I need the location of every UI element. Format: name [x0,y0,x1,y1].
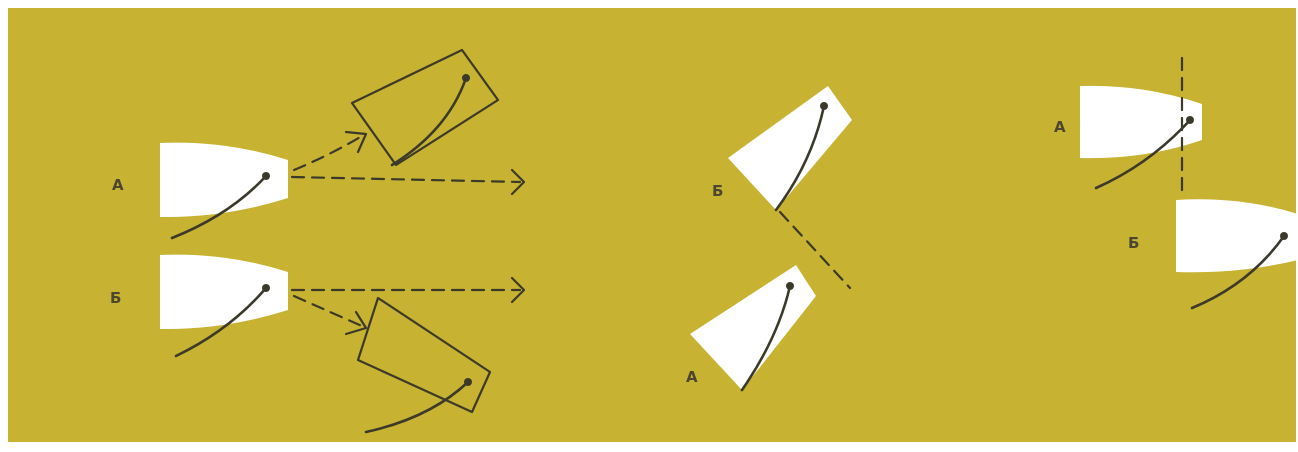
scene-3: А Б [1054,56,1298,310]
label-boat-a-scene-2: А [686,368,698,386]
arrow-head-b-straight [510,276,526,304]
boat-b-scene-2 [728,86,852,212]
course-line-a-turn [292,134,364,172]
label-boat-b-scene-2: Б [712,182,723,200]
label-boat-b-scene-1: Б [110,289,121,307]
scene-2: Б А [686,86,852,392]
label-boat-b-scene-3: Б [1128,234,1139,252]
arrow-head-a-turn [344,130,368,154]
label-boat-a-scene-1: А [112,176,124,194]
arrow-head-a-straight [510,168,526,196]
boat-b-outline-new-position [356,296,492,434]
boat-a-outline-new-position [350,48,500,167]
separation-line-scene-2 [778,210,852,290]
diagram-background [8,8,1296,442]
arrow-head-b-turn [344,310,368,336]
boat-b-scene-3 [1176,199,1298,310]
boat-b-scene-1 [160,254,288,358]
course-line-b-turn [292,294,364,328]
label-boat-a-scene-3: А [1054,118,1066,136]
boat-a-scene-1 [160,142,288,240]
boat-a-scene-3 [1080,85,1202,190]
scene-1: А Б [110,48,526,434]
boat-a-scene-2 [690,265,816,392]
course-line-a-straight [290,175,522,184]
